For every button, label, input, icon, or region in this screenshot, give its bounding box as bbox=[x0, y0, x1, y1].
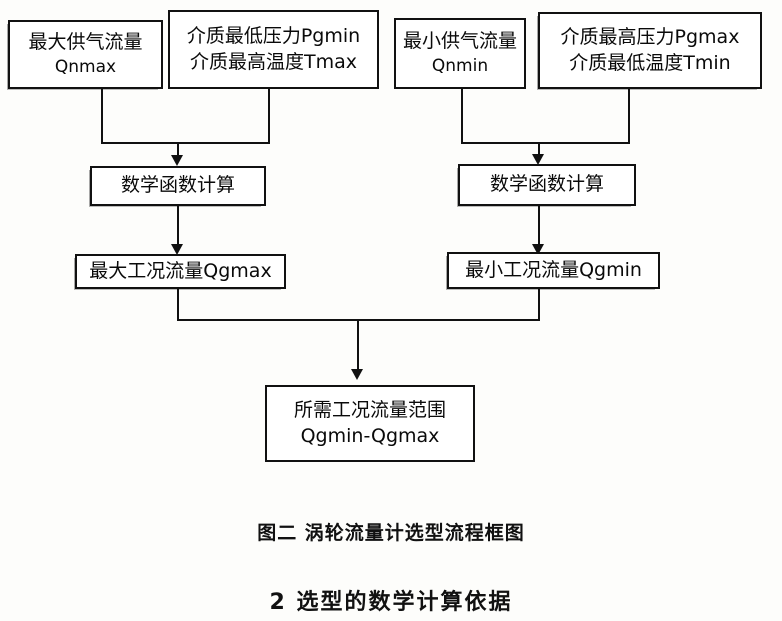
flow-node-text-line1: 最大供气流量 bbox=[28, 31, 143, 54]
connector-min-pressure-down bbox=[268, 89, 270, 144]
arrowhead-to-calc-left bbox=[171, 155, 183, 166]
flow-node-text-line1: 数学函数计算 bbox=[489, 173, 604, 196]
arrowhead-to-result-range bbox=[351, 369, 363, 380]
connector-calc-left-to-result bbox=[177, 206, 179, 246]
connector-max-pressure-down bbox=[628, 89, 630, 144]
flow-node-text-line1: 介质最低压力Pgmin bbox=[186, 24, 361, 47]
flow-node-input-max-flow: 最大供气流量 Qnmax bbox=[7, 20, 163, 90]
arrowhead-to-calc-right bbox=[532, 154, 544, 165]
flow-node-input-min-flow: 最小供气流量 Qnmin bbox=[394, 18, 526, 89]
flow-node-text-line1: 最大工况流量Qgmax bbox=[89, 259, 272, 282]
connector-min-flow-down bbox=[461, 89, 463, 144]
arrowhead-to-result-min bbox=[532, 244, 544, 255]
flow-node-calc-left: 数学函数计算 bbox=[89, 166, 266, 207]
flow-node-text-line1: 所需工况流量范围 bbox=[293, 398, 446, 421]
flow-node-text-line2: 介质最高温度Tmax bbox=[189, 50, 357, 73]
connector-result-min-down bbox=[538, 289, 540, 321]
flow-node-input-min-pressure-max-temp: 介质最低压力Pgmin 介质最高温度Tmax bbox=[168, 10, 379, 89]
flow-node-text-line2: Qnmin bbox=[431, 55, 489, 76]
flow-node-text-line1: 最小供气流量 bbox=[402, 30, 517, 53]
flow-node-text-line1: 介质最高压力Pgmax bbox=[560, 25, 740, 48]
flow-node-text-line2: Qnmax bbox=[54, 56, 117, 77]
figure-caption: 图二 涡轮流量计选型流程框图 bbox=[257, 522, 525, 544]
flow-node-result-max: 最大工况流量Qgmax bbox=[74, 254, 286, 290]
connector-right-merge-bar bbox=[461, 142, 630, 144]
connector-left-merge-stem bbox=[177, 142, 179, 157]
connector-right-merge-stem bbox=[538, 142, 540, 156]
connector-result-max-down bbox=[177, 289, 179, 321]
arrowhead-to-result-max bbox=[171, 244, 183, 255]
flow-node-result-range: 所需工况流量范围 Qgmin-Qgmax bbox=[265, 385, 475, 462]
connector-calc-right-to-result bbox=[538, 206, 540, 246]
section-heading: 2 选型的数学计算依据 bbox=[269, 590, 513, 615]
flow-node-calc-right: 数学函数计算 bbox=[457, 164, 636, 207]
connector-bottom-merge-stem bbox=[357, 319, 359, 371]
connector-max-flow-down bbox=[101, 89, 103, 144]
connector-left-merge-bar bbox=[101, 142, 270, 144]
flow-node-text-line2: 介质最低温度Tmin bbox=[569, 51, 731, 74]
flow-node-result-min: 最小工况流量Qgmin bbox=[446, 252, 660, 290]
flow-node-input-max-pressure-min-temp: 介质最高压力Pgmax 介质最低温度Tmin bbox=[537, 12, 762, 90]
flow-node-text-line2: Qgmin-Qgmax bbox=[300, 424, 440, 447]
flow-node-text-line1: 数学函数计算 bbox=[120, 174, 235, 197]
flow-node-text-line1: 最小工况流量Qgmin bbox=[465, 258, 642, 281]
